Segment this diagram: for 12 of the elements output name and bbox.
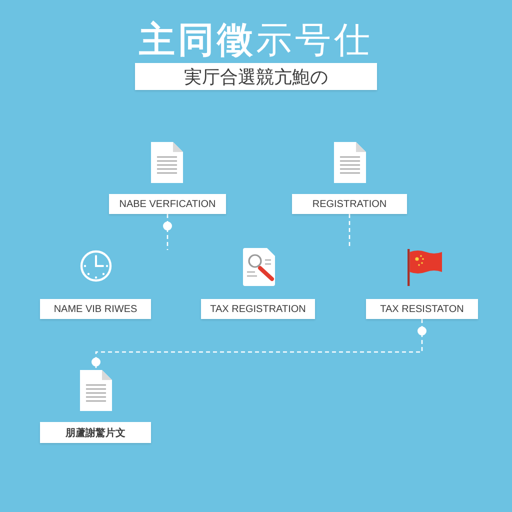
document-icon [80,370,112,411]
step-box: NAME VIB RIWES [40,299,151,319]
subtitle-banner: 実厅合選競亢鮑の [135,63,377,90]
dashed-connector [92,319,426,370]
dashed-connector [348,214,350,248]
step-box: 朋蘆謝驚片文 [40,422,151,443]
title: 主同徵示号仕 [139,20,373,60]
dashed-connector [163,214,172,250]
step-box: TAX RESISTATON [366,299,478,319]
step-box: NABE VERFICATION [109,194,226,214]
step-box: REGISTRATION [292,194,407,214]
step-box: TAX REGISTRATION [201,299,315,319]
